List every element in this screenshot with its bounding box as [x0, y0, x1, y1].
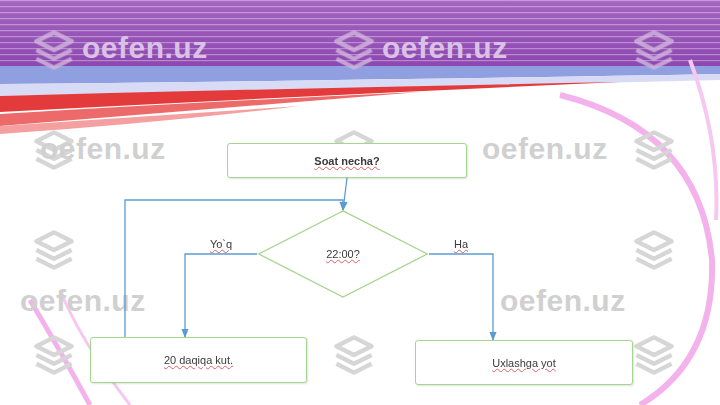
node-text: Soat necha? — [314, 155, 379, 167]
watermark-logo — [36, 32, 71, 67]
pink-curve — [690, 60, 716, 220]
process-box: Soat necha? — [227, 143, 467, 178]
watermark-logo — [36, 337, 71, 372]
red-swoosh — [0, 82, 620, 112]
watermark-logo — [336, 32, 371, 67]
node-text: Uxlashga yot — [492, 357, 556, 369]
watermark-text: oefen.uz — [500, 286, 626, 316]
watermark-logo — [636, 232, 671, 267]
flow-connector — [185, 254, 257, 337]
watermark-logo — [36, 232, 71, 267]
red-swoosh — [0, 106, 300, 134]
watermark-logo — [636, 32, 671, 67]
watermark-logos — [36, 32, 671, 67]
watermark-text: oefen.uz — [82, 33, 208, 63]
watermark-logo — [636, 337, 671, 372]
decision-diamond: 22:00? — [257, 210, 429, 298]
edge-label: Ha — [452, 237, 470, 251]
watermark-text: oefen.uz — [482, 134, 608, 164]
diamond-shape — [259, 211, 428, 297]
watermark-logo — [336, 337, 371, 372]
watermark-logo — [636, 132, 671, 167]
process-box: 20 daqiqa kut. — [90, 337, 307, 383]
watermark-text: oefen.uz — [20, 286, 146, 316]
node-text: 20 daqiqa kut. — [164, 354, 233, 366]
red-swoosh — [0, 92, 420, 126]
watermark-text: oefen.uz — [382, 33, 508, 63]
edge-label: Yo`q — [208, 237, 234, 251]
watermark-text: oefen.uz — [40, 134, 166, 164]
node-text: 22:00? — [326, 248, 360, 260]
process-box: Uxlashga yot — [415, 340, 633, 385]
flow-connector — [429, 254, 493, 340]
